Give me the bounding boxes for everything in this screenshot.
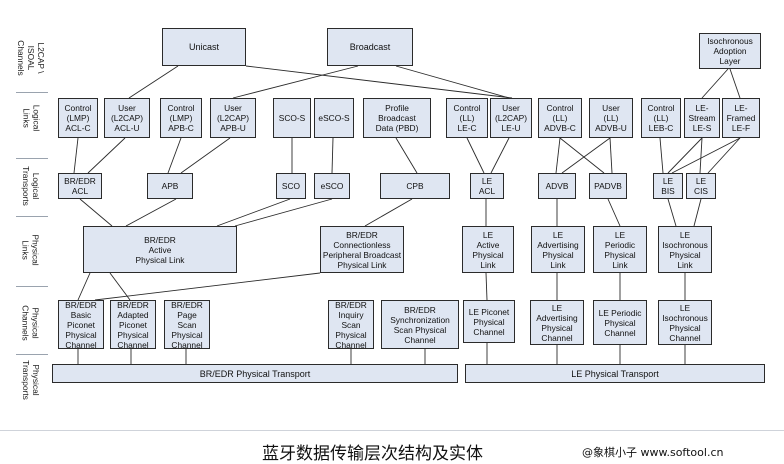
line-apb-c-apb [167, 137, 182, 174]
ch-le-piconet-box: LE Piconet Physical Channel [463, 300, 515, 343]
line-apb-u-apb [180, 137, 231, 174]
le-iso-link-box: LE Isochronous Physical Link [658, 226, 712, 273]
line-broadcast-apb-u [232, 65, 359, 99]
advb-u-box: User (LL) ADVB-U [589, 98, 633, 138]
connector-lines [73, 65, 741, 364]
line-unicast-le-u [245, 65, 513, 99]
line-active-basic [77, 272, 91, 301]
line-apb-active [125, 198, 177, 227]
esco-s-box: eSCO-S [314, 98, 354, 138]
line-broadcast-le-u [395, 65, 510, 99]
layer-label-physical-links: Physical Links [21, 234, 41, 266]
le-transport-box: LE Physical Transport [465, 364, 765, 383]
figure-caption: 蓝牙数据传输层次结构及实体 [262, 444, 483, 464]
ch-le-adv-box: LE Advertising Physical Channel [530, 300, 584, 345]
layer-label-logical-transports: Logical Transports [21, 166, 41, 206]
divider-1 [16, 92, 48, 93]
le-u-box: User (L2CAP) LE-U [490, 98, 532, 138]
advb-c-box: Control (LL) ADVB-C [538, 98, 582, 138]
le-bis-box: LE BIS [653, 173, 683, 199]
line-le-s-le-bis [667, 137, 703, 174]
line-le-f-le-bis [671, 137, 741, 174]
line-advb-u-padvb [609, 137, 613, 174]
le-s-box: LE- Stream LE-S [684, 98, 720, 138]
acl-u-box: User (L2CAP) ACL-U [104, 98, 150, 138]
broadcast-box: Broadcast [327, 28, 413, 66]
esco-box: eSCO [314, 173, 350, 199]
line-advb-u-advb [561, 137, 611, 174]
padvb-box: PADVB [589, 173, 627, 199]
apb-box: APB [147, 173, 193, 199]
line-isoal-le-s [701, 68, 729, 99]
le-periodic-link-box: LE Periodic Physical Link [593, 226, 647, 273]
bredr-active-link-box: BR/EDR Active Physical Link [83, 226, 237, 273]
line-bredr-acl-active [79, 198, 113, 227]
line-le-active-piconet [485, 272, 488, 301]
line-esco-active [234, 198, 333, 227]
cpb-box: CPB [380, 173, 450, 199]
line-le-c-le-acl [466, 137, 485, 174]
divider-2 [16, 158, 48, 159]
line-le-f-le-cis [707, 137, 741, 174]
line-unicast-acl-u [128, 65, 179, 99]
le-acl-box: LE ACL [470, 173, 504, 199]
line-le-u-le-acl [490, 137, 510, 174]
line-cpb-link-basic [94, 272, 321, 301]
le-cis-box: LE CIS [686, 173, 716, 199]
layer-label-logical-links: Logical Links [20, 104, 41, 132]
le-f-box: LE- Framed LE-F [722, 98, 760, 138]
le-adv-link-box: LE Advertising Physical Link [531, 226, 585, 273]
sco-box: SCO [276, 173, 306, 199]
isoal-box: Isochronous Adoption Layer [699, 33, 761, 69]
ch-le-periodic-box: LE Periodic Physical Channel [593, 300, 647, 345]
acl-c-box: Control (LMP) ACL-C [58, 98, 98, 138]
line-advb-c-padvb [559, 137, 605, 174]
ch-adapted-box: BR/EDR Adapted Piconet Physical Channel [110, 300, 156, 350]
line-pbd-cpb [395, 137, 418, 174]
le-active-link-box: LE Active Physical Link [462, 226, 514, 273]
line-cpb-cpb-link [364, 198, 413, 227]
bredr-transport-box: BR/EDR Physical Transport [52, 364, 458, 383]
apb-u-box: User (L2CAP) APB-U [210, 98, 256, 138]
line-advb-c-advb [555, 137, 561, 174]
credit-watermark: @象棋小子 www.softool.cn [582, 446, 724, 459]
layer-label-l2cap-isoal: L2CAP \ ISOAL Channels [16, 40, 46, 76]
ch-page-box: BR/EDR Page Scan Physical Channel [164, 300, 210, 350]
divider-5 [16, 354, 48, 355]
line-le-s-le-cis [699, 137, 703, 174]
line-acl-u-bredr-acl [87, 137, 126, 174]
divider-4 [16, 286, 48, 287]
line-leb-c-le-bis [659, 137, 664, 174]
advb-box: ADVB [538, 173, 576, 199]
unicast-box: Unicast [162, 28, 246, 66]
line-le-cis-iso-link [693, 198, 702, 227]
bredr-cpb-link-box: BR/EDR Connectionless Peripheral Broadca… [320, 226, 404, 273]
le-c-box: Control (LL) LE-C [446, 98, 488, 138]
line-esco-s-esco [331, 137, 334, 174]
pbd-box: Profile Broadcast Data (PBD) [363, 98, 431, 138]
layer-label-physical-channels: Physical Channels [20, 305, 41, 341]
line-active-adapted [109, 272, 131, 301]
bluetooth-hierarchy-diagram: L2CAP \ ISOAL Channels Logical Links Log… [0, 28, 784, 431]
ch-basic-box: BR/EDR Basic Piconet Physical Channel [58, 300, 104, 350]
apb-c-box: Control (LMP) APB-C [160, 98, 202, 138]
ch-sync-box: BR/EDR Synchronization Scan Physical Cha… [381, 300, 459, 349]
divider-3 [16, 216, 48, 217]
line-isoal-le-f [729, 68, 741, 99]
sco-s-box: SCO-S [273, 98, 311, 138]
line-acl-c-bredr-acl [73, 137, 79, 174]
ch-inquiry-box: BR/EDR Inquiry Scan Physical Channel [328, 300, 374, 350]
bredr-acl-box: BR/EDR ACL [58, 173, 102, 199]
line-sco-active [216, 198, 291, 227]
ch-le-iso-box: LE Isochronous Physical Channel [658, 300, 712, 345]
leb-c-box: Control (LL) LEB-C [641, 98, 681, 138]
line-le-bis-iso-link [667, 198, 677, 227]
layer-label-physical-transports: Physical Transports [21, 360, 41, 400]
line-padvb-periodic-link [607, 198, 621, 227]
